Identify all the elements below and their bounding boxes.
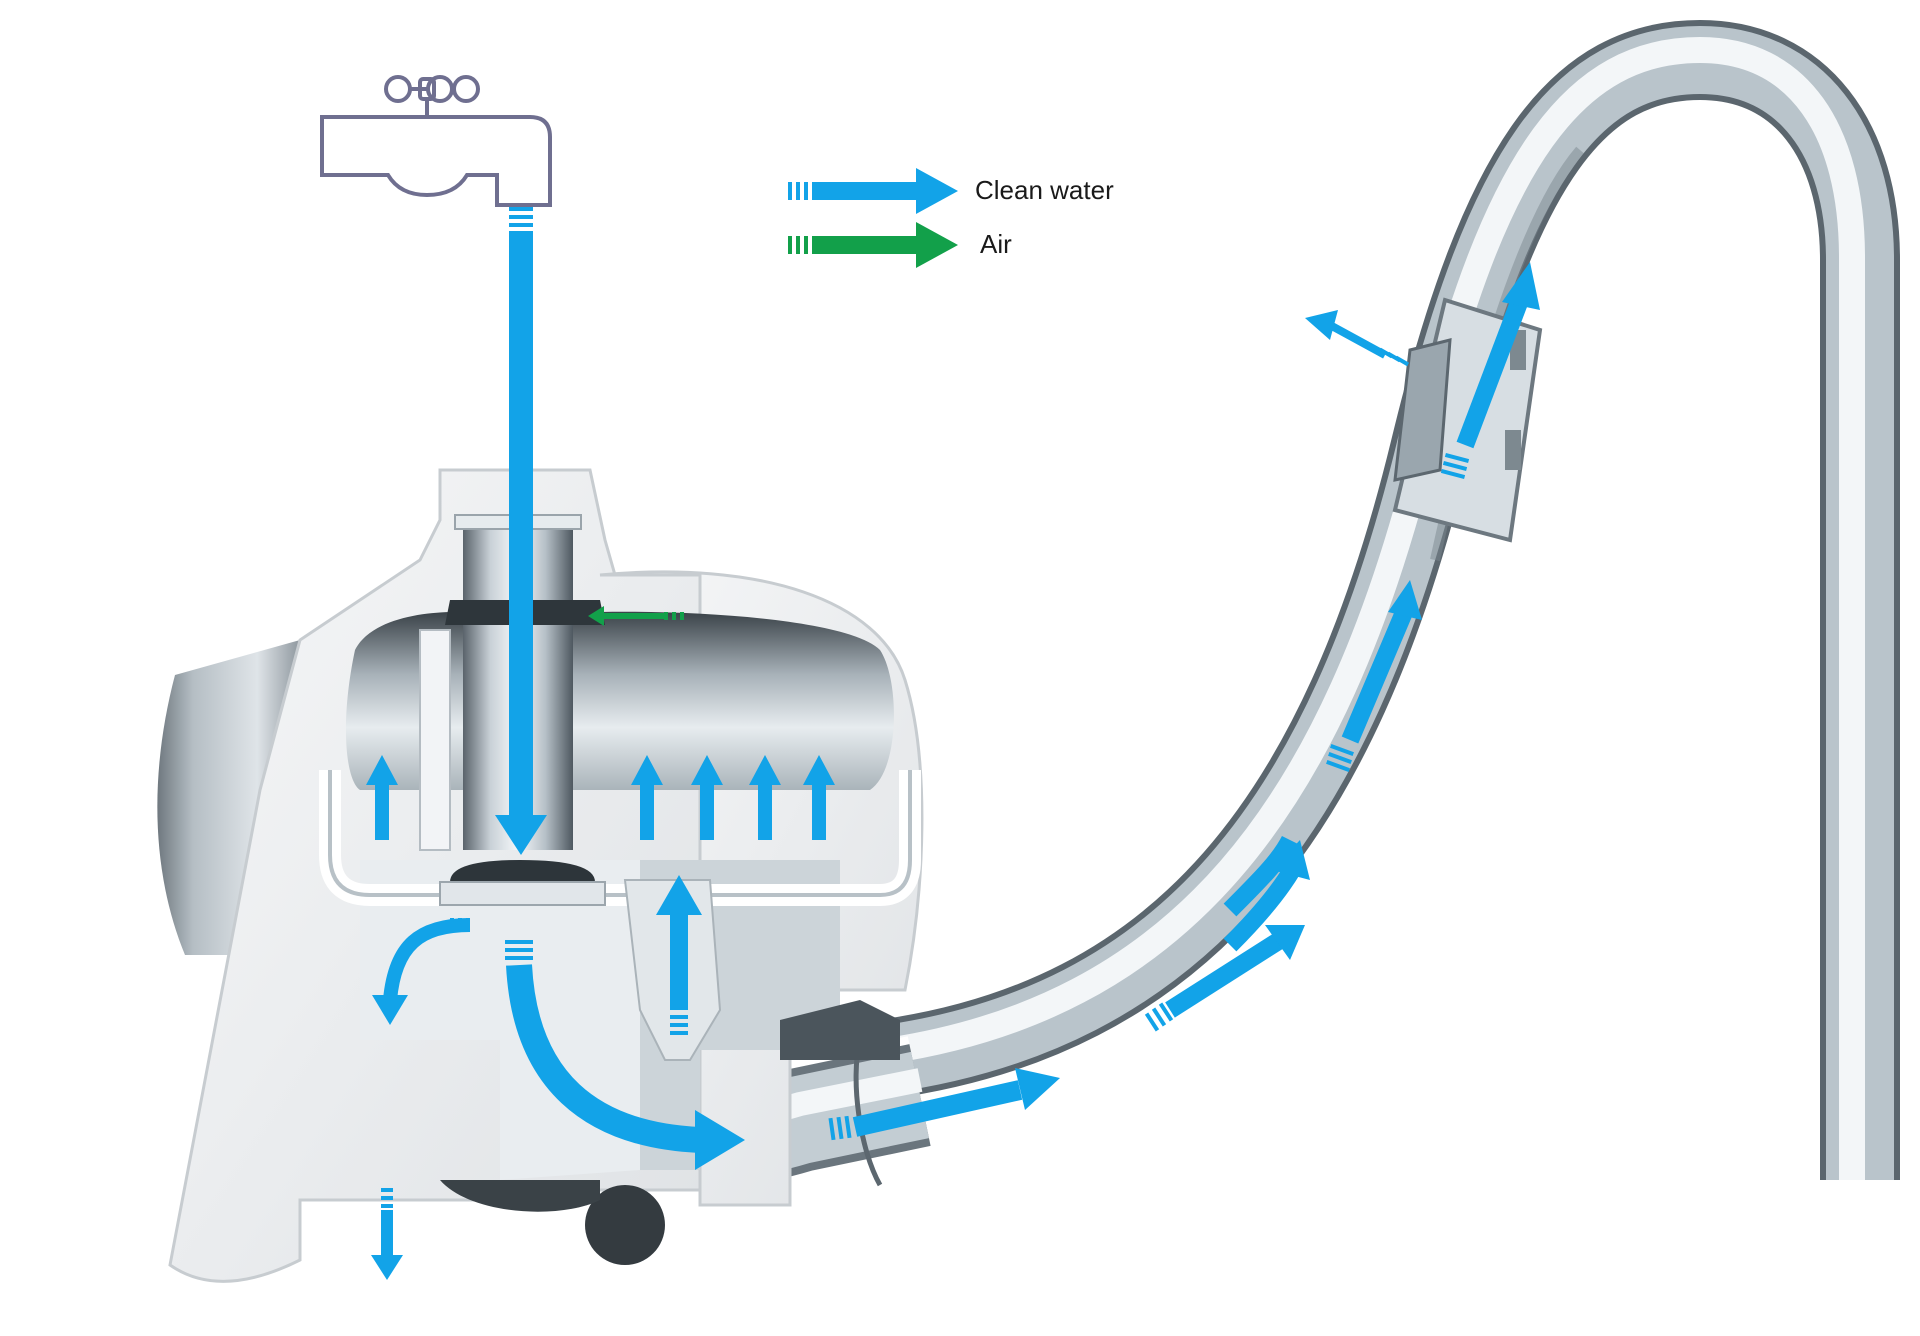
arrow-outlet	[828, 1068, 1060, 1141]
arrow-inlet-down	[495, 207, 547, 855]
legend-label-clean-water: Clean water	[975, 175, 1114, 205]
clean-water-arrow-icon	[788, 168, 958, 214]
filter-housing	[157, 468, 924, 1283]
arrow-goose-2	[1223, 835, 1299, 917]
faucet-icon	[320, 75, 552, 207]
arrow-tray-up-5	[803, 755, 835, 840]
legend-item-air: Air	[788, 222, 1012, 268]
arrow-tray-up-1	[366, 755, 398, 840]
legend-item-clean-water: Clean water	[788, 168, 1114, 214]
air-arrow-icon	[788, 222, 958, 268]
arrow-tray-up-2	[631, 755, 663, 840]
arrow-tray-up-3	[691, 755, 723, 840]
legend: Clean water Air	[788, 168, 1114, 268]
arrow-ubend	[505, 940, 745, 1170]
arrow-tray-up-4	[749, 755, 781, 840]
legend-label-air: Air	[980, 229, 1012, 259]
clean-water-flow-arrows	[366, 207, 1540, 1280]
arrow-goose-upper	[1326, 580, 1422, 772]
gooseneck-pipe	[873, 11, 1908, 1180]
arrow-goose-1	[1144, 925, 1305, 1032]
arrow-goose-top	[1440, 262, 1540, 480]
arrow-goose-lower	[1223, 840, 1310, 952]
arrow-left-curve	[372, 918, 471, 1025]
arrow-goose-exit	[1305, 310, 1410, 367]
arrow-drain-down	[371, 1188, 403, 1280]
arrow-riser-up	[656, 875, 702, 1035]
air-flow-arrow	[588, 606, 684, 626]
